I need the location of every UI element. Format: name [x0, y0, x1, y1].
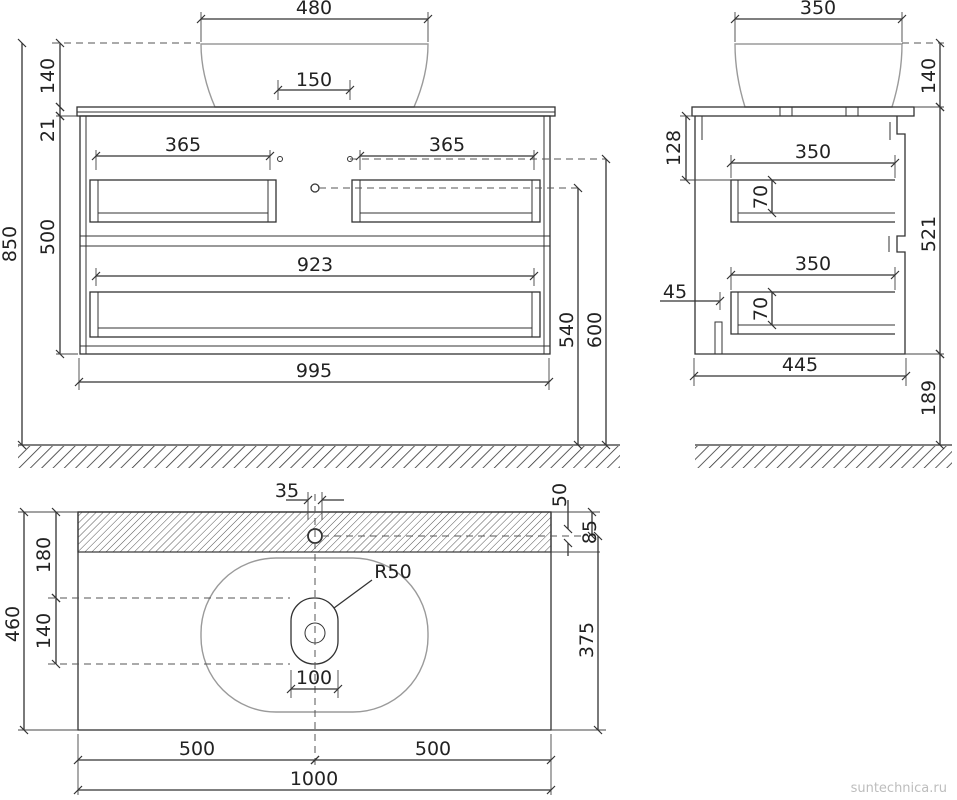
dim-top-left-drawer-width: 365 — [165, 134, 201, 156]
side-cabinet-body — [694, 116, 906, 355]
dim-side-top-drawer-height: 70 — [750, 185, 772, 209]
dim-total-depth: 460 — [2, 606, 24, 642]
dim-drain-zone: 140 — [33, 613, 55, 649]
dim-side-sink-depth: 350 — [800, 0, 836, 19]
dim-bottom-pipe-height: 540 — [556, 312, 578, 348]
front-bottom-drawer — [89, 291, 541, 338]
top-view: R50 35 50 85 375 460 180 140 100 — [2, 480, 606, 795]
dim-sink-width: 480 — [296, 0, 332, 19]
dim-drain-width: 100 — [296, 667, 332, 689]
dim-hole-offset: 35 — [275, 480, 299, 502]
dim-top-right-drawer-width: 365 — [429, 134, 465, 156]
dim-top-pipe-height: 600 — [584, 312, 606, 348]
front-cabinet-body — [79, 115, 551, 355]
side-top-drawer — [730, 179, 895, 223]
dim-counter-thickness: 21 — [37, 118, 59, 142]
dim-shelf-depth: 180 — [33, 537, 55, 573]
label-radius: R50 — [374, 561, 411, 583]
dim-side-floor-gap: 189 — [918, 380, 940, 416]
dim-side-cabinet-depth: 445 — [782, 354, 818, 376]
dim-side-bottom-drawer-height: 70 — [750, 297, 772, 321]
side-view: 350 140 521 189 128 350 70 350 70 — [660, 0, 952, 468]
front-pipe-hole — [310, 183, 320, 193]
dim-bottom-drawer-width: 923 — [297, 254, 333, 276]
dim-side-top-gap: 128 — [663, 130, 685, 166]
front-top-left-drawer — [89, 179, 277, 223]
dim-front-to-hole: 375 — [576, 622, 598, 658]
front-top-right-drawer — [351, 179, 541, 223]
dim-sink-height: 140 — [37, 58, 59, 94]
side-vessel-sink — [734, 43, 903, 108]
front-floor — [18, 444, 620, 468]
dim-hole-diameter: 50 — [549, 483, 571, 507]
dim-cabinet-width: 995 — [296, 360, 332, 382]
dim-side-cabinet-height: 521 — [918, 216, 940, 252]
side-floor — [695, 444, 952, 468]
dim-total-height: 850 — [0, 226, 21, 262]
dim-drain-offset: 150 — [296, 69, 332, 91]
dim-side-top-drawer-depth: 350 — [795, 141, 831, 163]
dim-side-offset: 45 — [663, 281, 687, 303]
dim-side-sink-height: 140 — [918, 58, 940, 94]
front-view: 480 150 850 140 21 500 365 365 923 — [0, 0, 620, 468]
dim-right-half: 500 — [415, 738, 451, 760]
dim-side-bottom-drawer-depth: 350 — [795, 253, 831, 275]
watermark: suntechnica.ru — [850, 781, 947, 796]
dim-drawer-block-height: 500 — [37, 219, 59, 255]
dim-total-width: 1000 — [290, 768, 338, 790]
dim-left-half: 500 — [179, 738, 215, 760]
side-bottom-drawer — [730, 291, 895, 335]
side-countertop — [691, 106, 915, 117]
